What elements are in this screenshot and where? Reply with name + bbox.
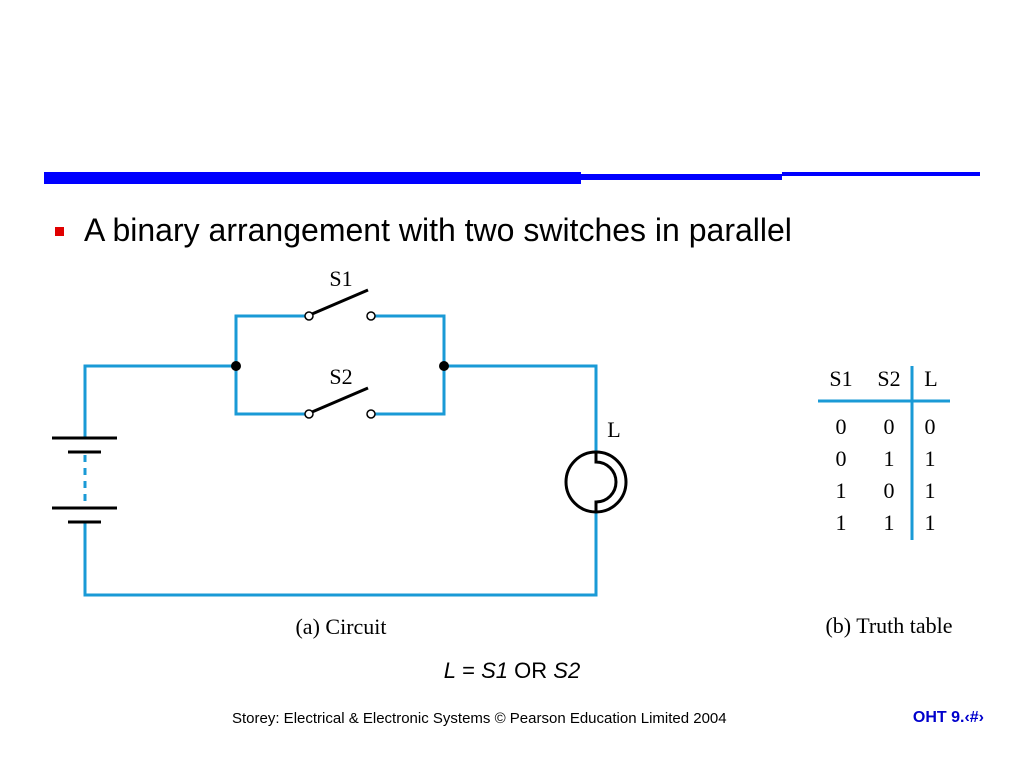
bullet-text: A binary arrangement with two switches i…: [84, 211, 792, 248]
truth-table-header-s1: S1: [829, 366, 852, 391]
switch-s1-label: S1: [329, 266, 352, 291]
truth-table-cell: 1: [836, 510, 847, 535]
bullet-item: A binary arrangement with two switches i…: [55, 205, 792, 255]
footer-page-number: OHT 9.‹#›: [912, 709, 984, 726]
footer-copyright: Storey: Electrical & Electronic Systems …: [232, 710, 727, 727]
switch-s2-label: S2: [329, 364, 352, 389]
truth-table-header-s2: S2: [877, 366, 900, 391]
title-rule-thick: [44, 172, 581, 184]
switch-s1: [304, 288, 376, 321]
bullet-marker: [55, 226, 64, 236]
title-rule-thin: [782, 172, 980, 176]
formula-eq: =: [456, 658, 482, 683]
truth-table-cell: 1: [884, 446, 895, 471]
junction-right: [439, 361, 449, 371]
switch-s2: [304, 386, 376, 419]
truth-table: S1 S2 L 0 0 0 0 1 1 1 0 1 1 1 1: [818, 366, 950, 540]
truth-table-cell: 0: [925, 414, 936, 439]
formula-op: OR: [508, 658, 554, 683]
truth-table-cell: 1: [925, 446, 936, 471]
truth-table-cell: 1: [836, 478, 847, 503]
truth-table-cell: 1: [925, 478, 936, 503]
battery: [52, 436, 117, 524]
truth-table-cell: 1: [925, 510, 936, 535]
formula-l: L: [443, 658, 457, 683]
circuit-caption: (a) Circuit: [295, 614, 386, 639]
truth-table-cell: 1: [884, 510, 895, 535]
lamp-icon: [564, 450, 628, 514]
formula-s2: S2: [553, 658, 581, 683]
wire-branch-bottom: [234, 366, 446, 416]
lamp-label: L: [607, 417, 620, 442]
junction-left: [231, 361, 241, 371]
boolean-formula: L = S1 OR S2: [0, 658, 1024, 684]
wire-left-top: [83, 364, 236, 438]
truth-table-cell: 0: [884, 414, 895, 439]
truth-table-caption: (b) Truth table: [825, 613, 952, 638]
truth-table-cell: 0: [836, 446, 847, 471]
wire-right-top: [444, 364, 598, 452]
truth-table-cell: 0: [836, 414, 847, 439]
truth-table-header-l: L: [924, 366, 937, 391]
wire-branch-top: [234, 314, 446, 366]
truth-table-cell: 0: [884, 478, 895, 503]
title-rule-medium: [581, 174, 782, 180]
formula-s1: S1: [481, 658, 509, 683]
wire-right-bottom: [83, 512, 598, 597]
